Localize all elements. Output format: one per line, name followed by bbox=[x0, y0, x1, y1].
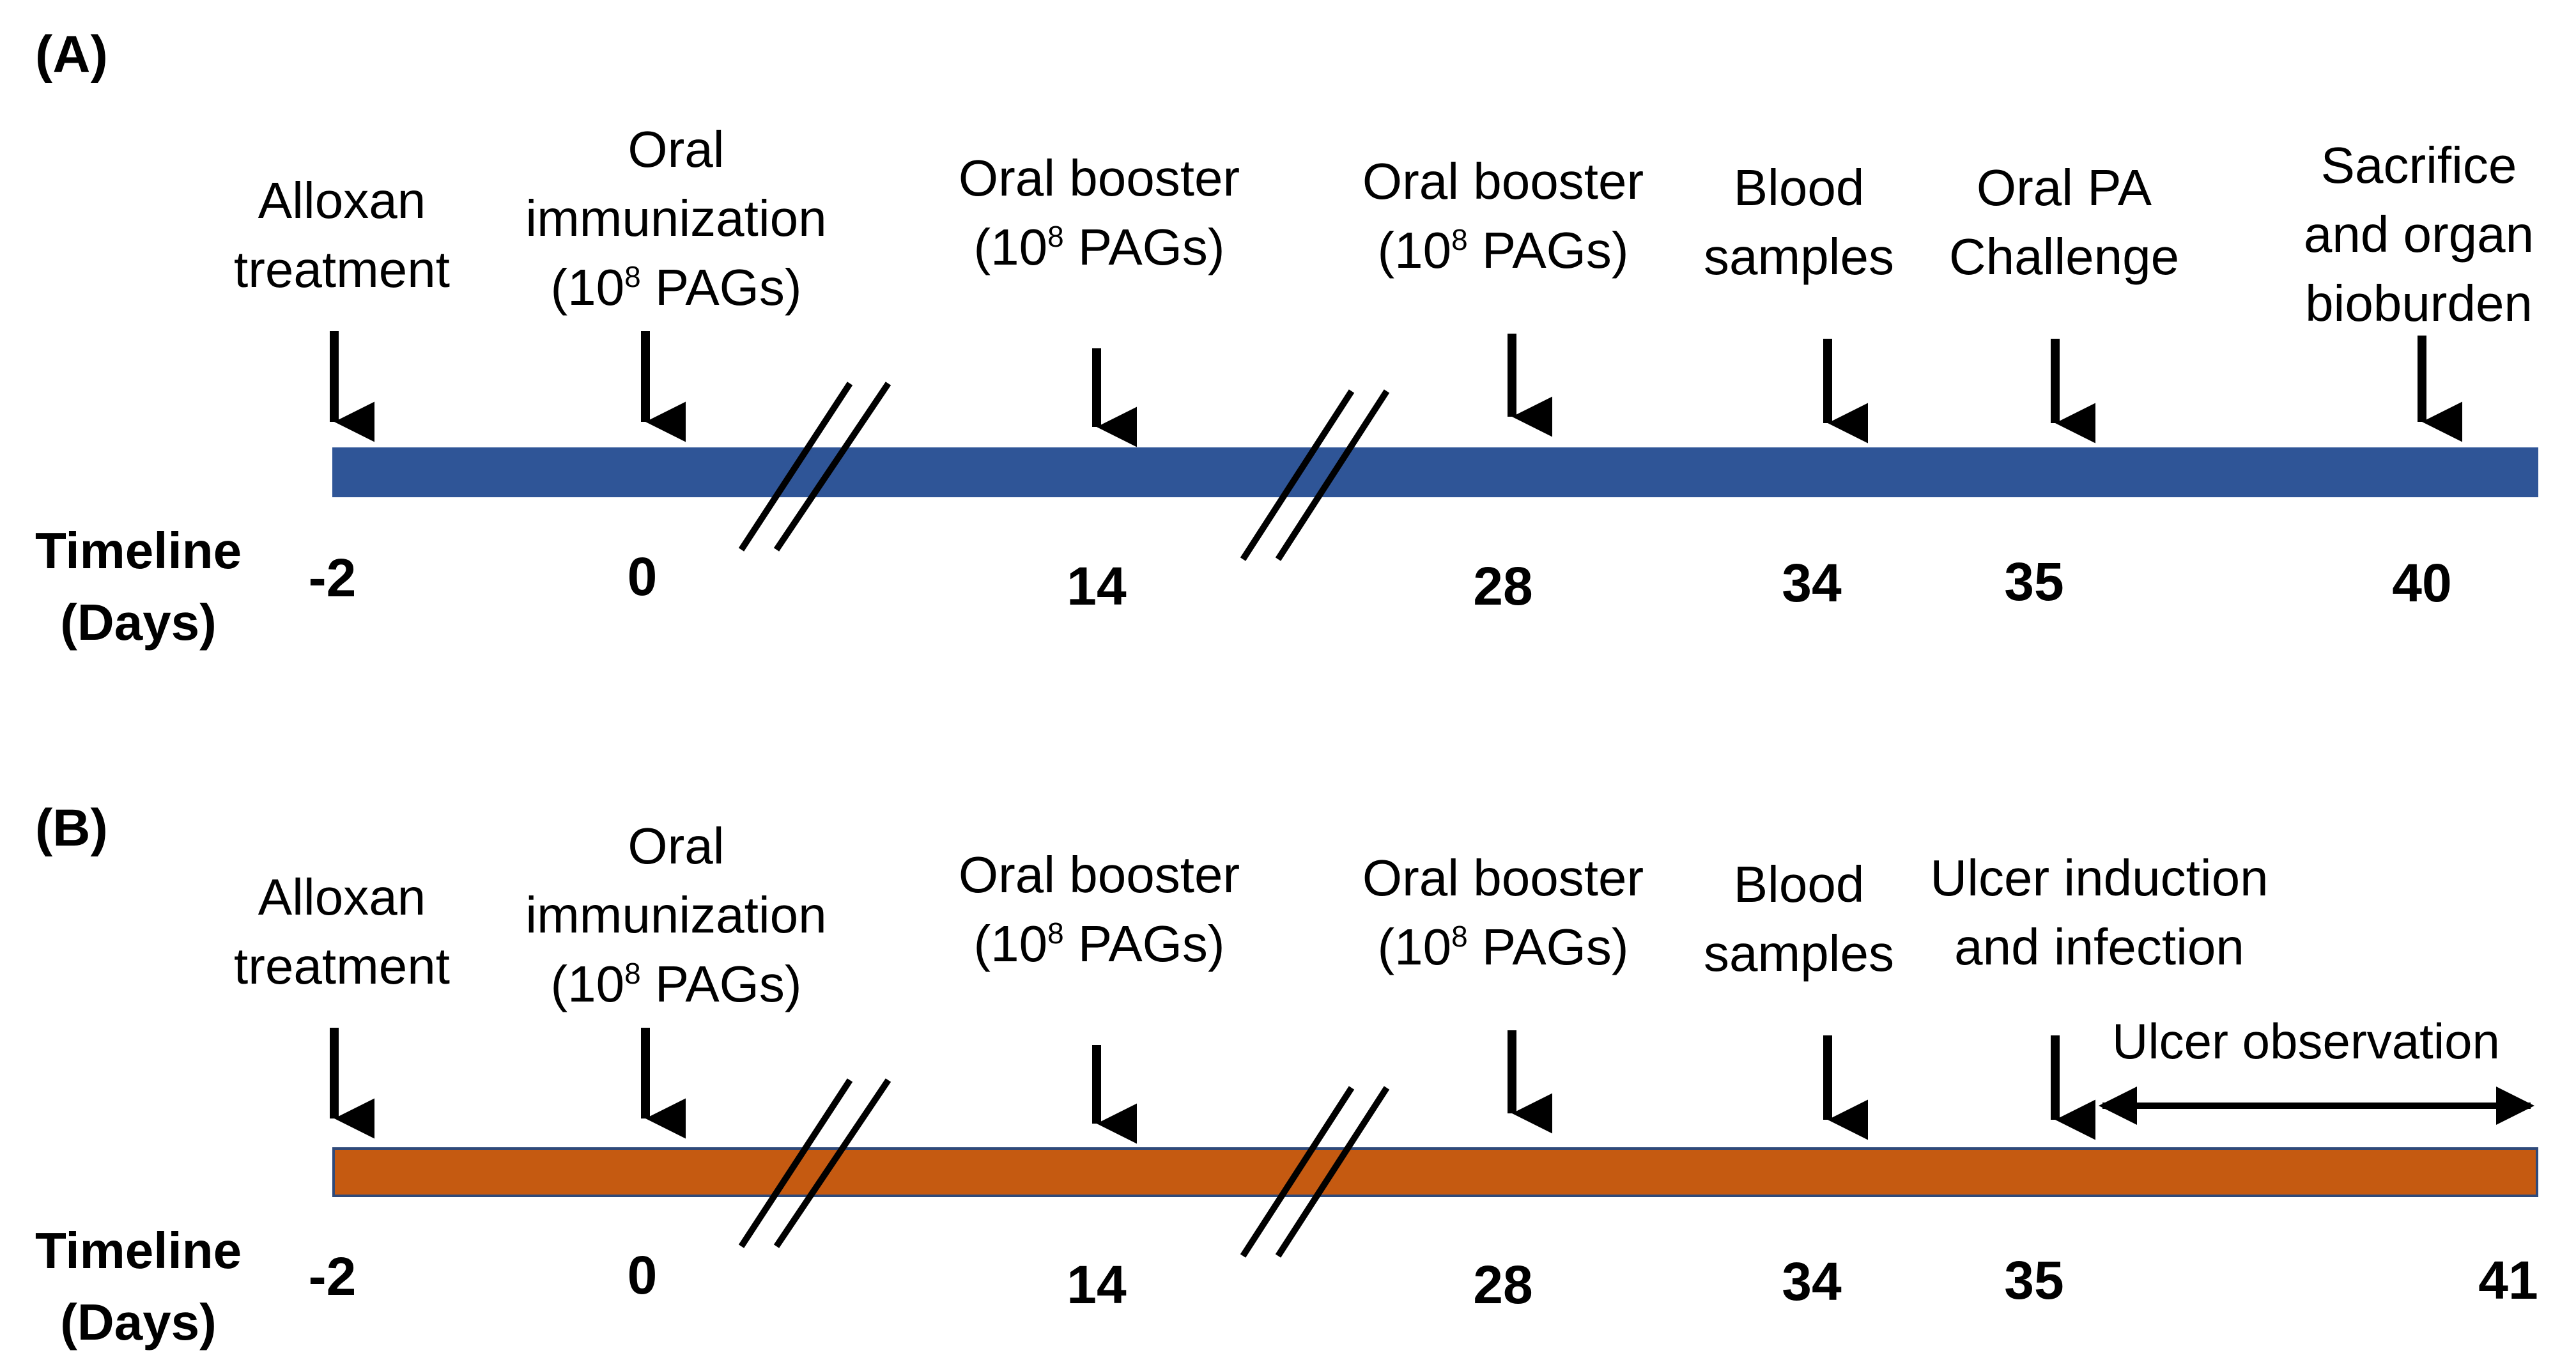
event-label-line: Oral bbox=[628, 817, 725, 874]
panel-a-label: (A) bbox=[35, 26, 108, 84]
day-label: 0 bbox=[627, 1245, 658, 1305]
timeline-marks bbox=[330, 331, 2462, 561]
day-label: 41 bbox=[2478, 1250, 2538, 1310]
event-label-oral-immunization: Oral immunization (108 PAGs) bbox=[525, 812, 826, 1019]
timeline-bar bbox=[332, 447, 2538, 497]
event-label-line: (10 bbox=[1377, 918, 1452, 975]
day-label: 0 bbox=[627, 546, 658, 607]
day-label: 35 bbox=[2004, 1250, 2064, 1310]
panel-a: (A) Alloxan treatment Oral immunization … bbox=[35, 26, 2538, 658]
axis-break-icon bbox=[1240, 1086, 1390, 1258]
event-label-line: (10 bbox=[973, 219, 1048, 275]
span-label-ulcer-observation: Ulcer observation bbox=[2112, 1013, 2500, 1069]
superscript-exponent: 8 bbox=[1451, 223, 1468, 256]
event-label-line: PAGs) bbox=[640, 259, 802, 316]
event-label-line: (10 bbox=[550, 259, 625, 316]
event-label-line: Alloxan bbox=[258, 869, 426, 925]
event-label-alloxan: Alloxan treatment bbox=[234, 166, 450, 304]
event-label-line: Alloxan bbox=[258, 172, 426, 229]
event-label-line: bioburden bbox=[2305, 275, 2533, 332]
event-label-blood-samples: Blood samples bbox=[1704, 153, 1894, 291]
superscript-exponent: 8 bbox=[1047, 917, 1064, 950]
event-label-line: Ulcer induction bbox=[1930, 849, 2269, 906]
event-label-line: Challenge bbox=[1948, 228, 2180, 285]
timeline-bar bbox=[332, 1147, 2538, 1197]
day-label: 34 bbox=[1782, 1251, 1842, 1312]
day-label: 28 bbox=[1473, 556, 1533, 616]
event-label-line: Sacrifice bbox=[2320, 137, 2517, 194]
event-label-line: Oral booster bbox=[958, 846, 1240, 903]
event-label-line: PAGs) bbox=[1467, 918, 1629, 975]
event-label-oral-booster-1: Oral booster (108 PAGs) bbox=[959, 840, 1240, 979]
timeline-axis-title: Timeline (Days) bbox=[35, 1215, 242, 1358]
event-label-line: (10 bbox=[550, 956, 625, 1012]
event-label-line: samples bbox=[1704, 925, 1894, 982]
event-label-line: Blood bbox=[1733, 159, 1865, 216]
timeline-title-line: Timeline bbox=[35, 1222, 242, 1279]
timeline-marks bbox=[330, 1028, 2534, 1258]
superscript-exponent: 8 bbox=[624, 957, 641, 990]
superscript-exponent: 8 bbox=[1451, 920, 1468, 953]
event-label-sacrifice: Sacrifice and organ bioburden bbox=[2304, 131, 2534, 338]
event-label-line: and organ bbox=[2303, 206, 2534, 263]
day-label: 35 bbox=[2004, 552, 2064, 612]
superscript-exponent: 8 bbox=[1047, 220, 1064, 253]
event-label-line: and infection bbox=[1954, 918, 2244, 975]
event-label-line: samples bbox=[1704, 228, 1894, 285]
event-label-oral-immunization: Oral immunization (108 PAGs) bbox=[525, 115, 826, 322]
event-label-line: immunization bbox=[525, 886, 827, 943]
event-label-line: Oral booster bbox=[1362, 849, 1644, 906]
day-label: -2 bbox=[308, 548, 357, 608]
event-label-line: treatment bbox=[234, 241, 450, 298]
event-label-blood-samples: Blood samples bbox=[1704, 850, 1894, 988]
event-label-line: (10 bbox=[973, 915, 1048, 972]
event-label-line: PAGs) bbox=[1063, 915, 1225, 972]
event-label-ulcer-induction: Ulcer induction and infection bbox=[1930, 844, 2268, 982]
day-label: 14 bbox=[1067, 556, 1127, 616]
event-label-oral-pa-challenge: Oral PA Challenge bbox=[1949, 153, 2179, 291]
event-label-line: Blood bbox=[1733, 856, 1865, 913]
panel-b-label: (B) bbox=[35, 799, 108, 857]
axis-break-icon bbox=[738, 382, 891, 552]
event-label-oral-booster-2: Oral booster (108 PAGs) bbox=[1362, 844, 1644, 982]
event-label-oral-booster-2: Oral booster (108 PAGs) bbox=[1362, 147, 1644, 285]
timeline-title-line: (Days) bbox=[60, 1294, 217, 1350]
day-label: 34 bbox=[1782, 553, 1842, 613]
day-label: 14 bbox=[1067, 1255, 1127, 1315]
timeline-title-line: (Days) bbox=[60, 594, 217, 651]
event-label-line: Oral booster bbox=[958, 150, 1240, 206]
axis-break-icon bbox=[1240, 389, 1390, 561]
event-label-line: PAGs) bbox=[1467, 222, 1629, 279]
event-label-line: immunization bbox=[525, 190, 827, 247]
event-label-line: treatment bbox=[234, 938, 450, 994]
axis-break-icon bbox=[738, 1078, 891, 1248]
event-label-line: Oral PA bbox=[1976, 159, 2152, 216]
timeline-axis-title: Timeline (Days) bbox=[35, 515, 242, 658]
day-label: 28 bbox=[1473, 1255, 1533, 1315]
superscript-exponent: 8 bbox=[624, 260, 641, 293]
panel-b: (B) Alloxan treatment Oral immunization … bbox=[0, 681, 2576, 1361]
event-label-line: (10 bbox=[1377, 222, 1452, 279]
event-label-oral-booster-1: Oral booster (108 PAGs) bbox=[959, 144, 1240, 282]
day-label: 40 bbox=[2392, 553, 2452, 613]
event-label-line: Oral bbox=[628, 121, 725, 178]
event-label-line: Oral booster bbox=[1362, 153, 1644, 210]
day-label: -2 bbox=[308, 1246, 357, 1306]
timeline-title-line: Timeline bbox=[35, 522, 242, 579]
event-label-line: PAGs) bbox=[640, 956, 802, 1012]
event-label-line: PAGs) bbox=[1063, 219, 1225, 275]
event-label-alloxan: Alloxan treatment bbox=[234, 863, 450, 1001]
